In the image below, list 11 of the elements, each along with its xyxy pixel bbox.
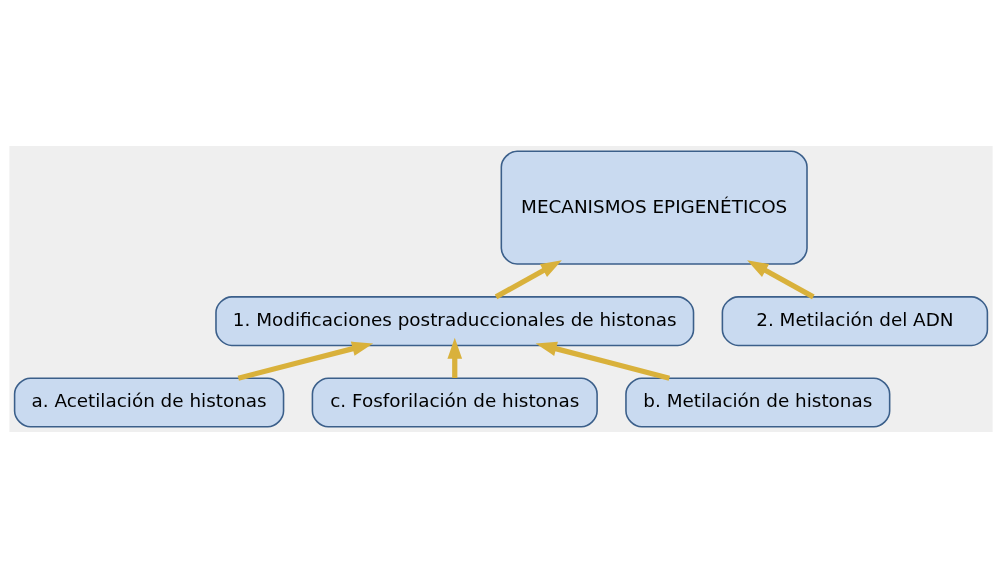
node-box: 2. Metilación del ADN [721, 296, 989, 347]
node-box: MECANISMOS EPIGENÉTICOS [500, 150, 808, 265]
node-box: 1. Modificaciones postraduccionales de histonas [215, 296, 695, 347]
arrow [447, 337, 463, 378]
arrow [237, 341, 374, 381]
arrow [535, 341, 670, 381]
node-box: b. Metilación de histonas [625, 377, 891, 428]
node-box: a. Acetilación de histonas [13, 377, 285, 428]
arrow [494, 260, 562, 300]
node-box: c. Fosforilación de histonas [311, 377, 598, 428]
arrow [747, 260, 815, 300]
